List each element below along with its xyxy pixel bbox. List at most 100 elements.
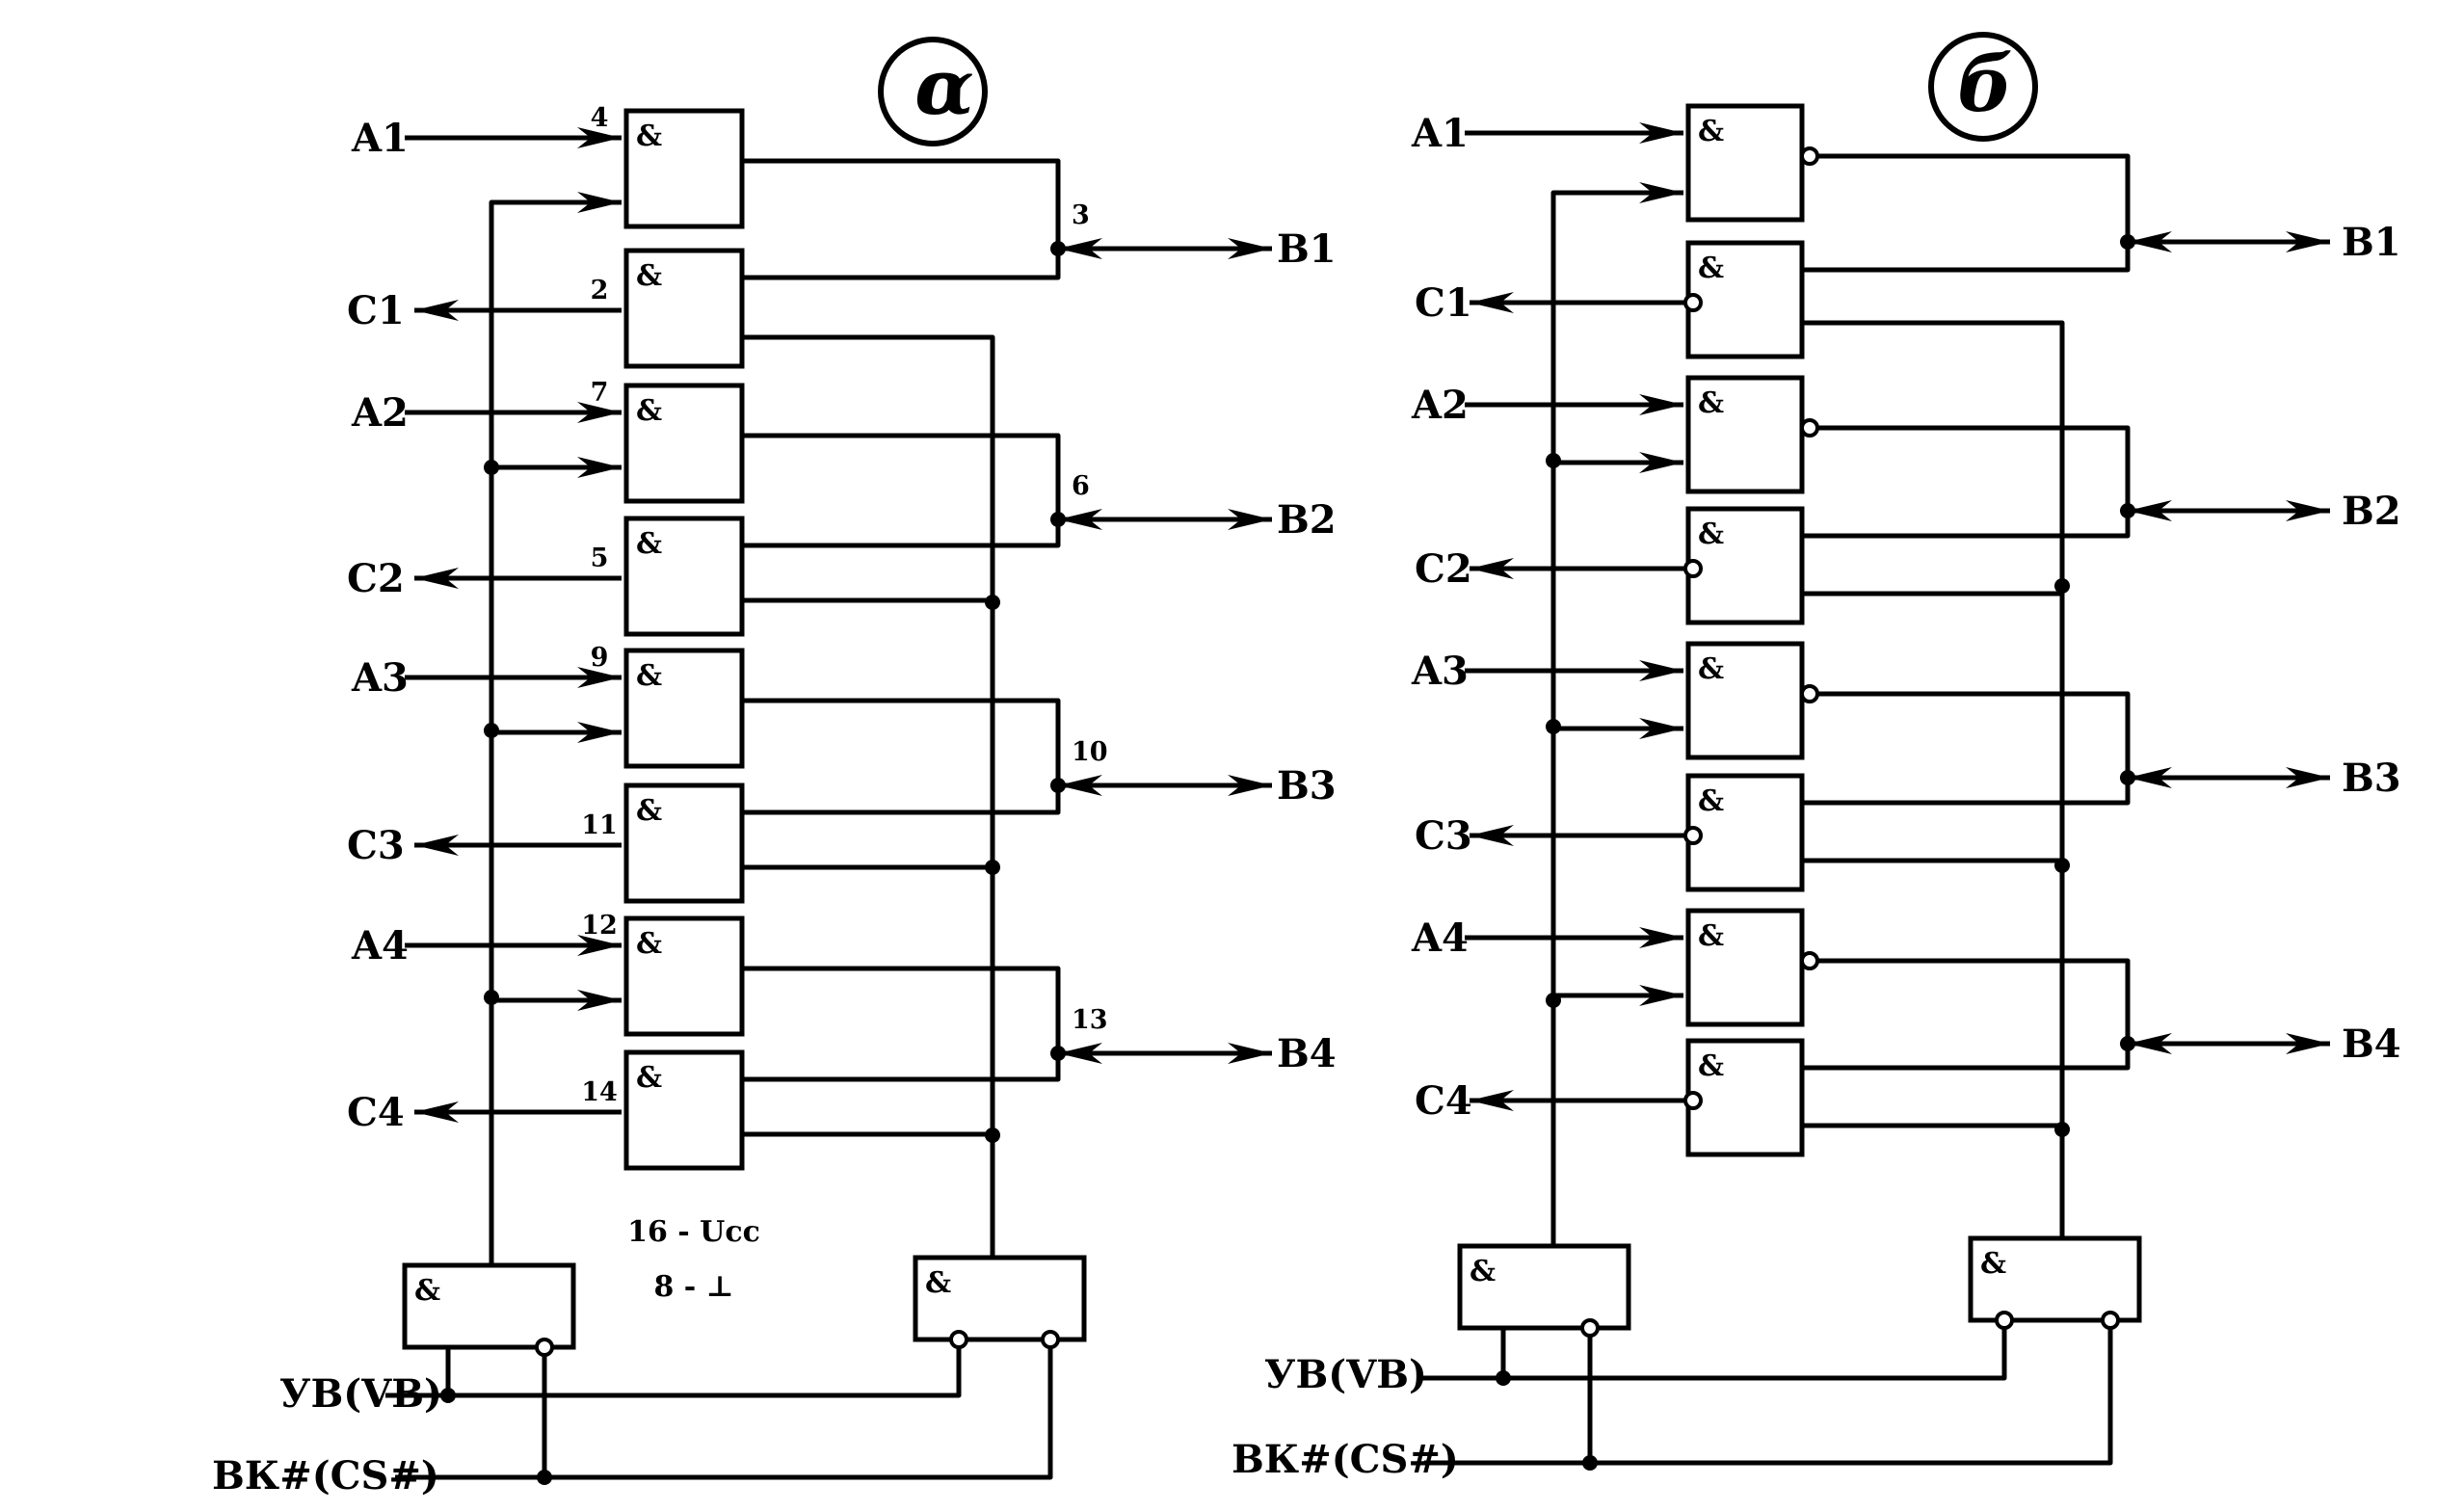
gate-a-4-b: [1685, 908, 1805, 1027]
gate-c-3-b: [1685, 773, 1805, 892]
pin-a2: 7: [591, 378, 609, 408]
bus-loop-3: [742, 698, 1061, 815]
pin-b4: 13: [1072, 1005, 1108, 1035]
gate-symbol: &: [1698, 115, 1724, 148]
gate-symbol: &: [636, 394, 662, 428]
input-label-a1: A1: [351, 116, 409, 161]
pin-b3: 10: [1072, 737, 1108, 767]
inversion-bubble: [1800, 146, 1819, 166]
output-label-c2: C2: [347, 556, 405, 601]
gate-a-2-b: [1685, 375, 1805, 494]
gate-c-1-b: [1685, 240, 1805, 359]
gate-symbol: &: [1698, 1049, 1724, 1083]
vb-wire-b: [1417, 1328, 2007, 1381]
gate-symbol: &: [1698, 919, 1724, 953]
control-vb-label-b: УВ(VB): [1264, 1352, 1427, 1397]
cs-wire-b: [1424, 1328, 2113, 1466]
pin-c2: 5: [591, 544, 609, 573]
gate-symbol: &: [1698, 252, 1724, 285]
output-label-b-c4: C4: [1415, 1078, 1472, 1124]
gate-c-1: [623, 248, 745, 369]
bus-label-b-b4: B4: [2342, 1021, 2401, 1067]
gate-a-4: [623, 915, 745, 1037]
bus-label-b-b2: B2: [2342, 489, 2401, 534]
inversion-bubble: [1800, 418, 1819, 438]
gate-symbol: &: [1698, 784, 1724, 818]
gate-symbol: &: [1980, 1247, 2006, 1281]
pin-c3: 11: [581, 810, 618, 840]
control-gate-right-a: [913, 1255, 1087, 1342]
bus-loop-b-3: [1802, 691, 2131, 806]
inversion-bubble: [1995, 1311, 2014, 1330]
pin-a3: 9: [591, 643, 609, 673]
bus-label-b2: B2: [1277, 497, 1337, 543]
junction-dot: [484, 990, 499, 1005]
bus-label-b-b3: B3: [2342, 756, 2401, 801]
control-cs-label-b: ВК#(CS#): [1232, 1437, 1459, 1482]
junction-dot: [1496, 1370, 1511, 1386]
gate-symbol: &: [636, 119, 662, 153]
inversion-bubble: [1683, 293, 1703, 312]
inversion-bubble: [2101, 1311, 2120, 1330]
pin-b1: 3: [1072, 200, 1090, 230]
sum-line-a: [742, 334, 995, 1258]
junction-dot: [1582, 1455, 1598, 1471]
inversion-bubble: [1800, 951, 1819, 970]
junction-dot: [2054, 578, 2070, 594]
command-line-a: [489, 192, 622, 1265]
gate-c-2-b: [1685, 506, 1805, 625]
inversion-bubble: [1683, 559, 1703, 578]
bus-label-b1: B1: [1277, 226, 1337, 272]
gate-symbol: &: [925, 1266, 951, 1300]
bus-loop-b-4: [1802, 958, 2131, 1071]
bus-loop-2: [742, 433, 1061, 548]
junction-dot: [440, 1388, 456, 1403]
diagram-tag-b: б: [1957, 39, 2013, 129]
inversion-bubble: [1580, 1318, 1600, 1338]
control-gate-left-b: [1457, 1243, 1631, 1331]
pin-a1: 4: [591, 103, 609, 133]
output-label-c3: C3: [347, 823, 405, 868]
output-label-c4: C4: [347, 1090, 405, 1135]
power-note: 16 - Ucc: [627, 1215, 760, 1249]
input-label-b-a2: A2: [1411, 383, 1469, 428]
gate-symbol: &: [414, 1274, 440, 1308]
sum-line-b: [1802, 320, 2065, 1246]
vb-wire-a: [385, 1347, 962, 1398]
input-label-b-a1: A1: [1411, 111, 1469, 156]
bus-label-b3: B3: [1277, 763, 1337, 809]
pin-c4: 14: [581, 1077, 618, 1107]
gate-c-3: [623, 783, 745, 904]
inversion-bubble: [1800, 684, 1819, 703]
tag-circle-a: [878, 37, 988, 146]
inversion-bubble: [949, 1330, 968, 1349]
bus-loop-4: [742, 966, 1061, 1082]
input-label-b-a4: A4: [1411, 915, 1469, 961]
bus-loop-b-1: [1802, 153, 2131, 273]
inversion-bubble: [1683, 826, 1703, 845]
bus-label-b-b1: B1: [2342, 220, 2401, 265]
input-label-a4: A4: [351, 923, 409, 968]
gate-symbol: &: [1698, 652, 1724, 686]
inversion-bubble: [1041, 1330, 1060, 1349]
input-label-a3: A3: [351, 655, 409, 701]
pin-b2: 6: [1072, 471, 1090, 501]
bus-label-b4: B4: [1277, 1031, 1337, 1076]
input-label-b-a3: A3: [1411, 649, 1469, 694]
gate-c-4: [623, 1049, 745, 1171]
inversion-bubble: [535, 1338, 554, 1357]
gate-a-1: [623, 108, 745, 229]
gate-symbol: &: [1698, 386, 1724, 420]
control-gate-right-b: [1968, 1235, 2142, 1323]
output-label-c1: C1: [347, 288, 405, 333]
ground-note: 8 - ⊥: [653, 1270, 733, 1304]
gate-symbol: &: [1470, 1255, 1496, 1288]
gate-a-3: [623, 648, 745, 769]
gate-symbol: &: [636, 927, 662, 961]
gate-symbol: &: [636, 1061, 662, 1095]
output-label-b-c3: C3: [1415, 813, 1472, 859]
gate-a-3-b: [1685, 641, 1805, 760]
input-label-a2: A2: [351, 390, 409, 436]
gate-a-1-b: [1685, 103, 1805, 223]
